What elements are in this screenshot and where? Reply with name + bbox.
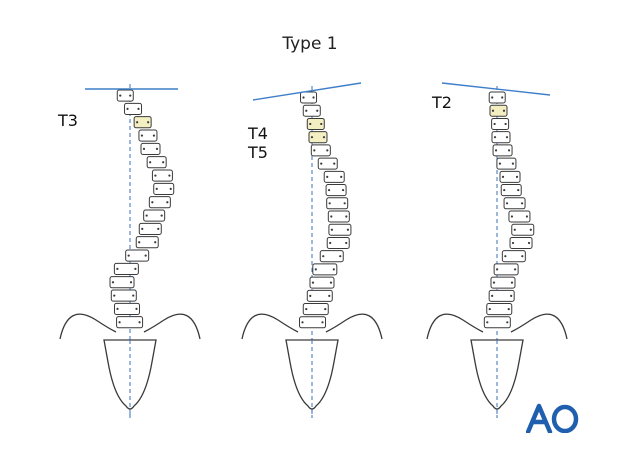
vertebra-3-4 [491,131,511,144]
vertebra-2-6 [317,157,338,170]
vertebra-1-13 [125,249,150,262]
vertebra-3-3 [491,117,510,130]
vertebra-1-7 [151,169,173,182]
reference-line-2 [252,82,362,101]
sacrum-1 [103,339,157,410]
vertebra-2-15 [309,276,335,289]
vertebra-2-10 [327,210,350,223]
vertebra-3-16 [488,289,515,302]
vertebra-3-6 [496,157,517,170]
panel-3-label-t2: T2 [432,93,452,112]
vertebra-3-5 [492,144,513,157]
vertebra-1-12 [135,236,159,249]
ao-logo-icon: AO [526,403,579,433]
diagram-title: Type 1 [282,34,338,54]
reference-line-3 [441,82,551,96]
vertebra-2-3 [306,117,325,130]
vertebra-1-16 [110,289,137,302]
panel-2-label-t4: T4 [248,124,268,143]
vertebra-1-3 [133,116,152,129]
panel-1-label-t3: T3 [58,111,78,130]
vertebra-1-10 [143,209,166,222]
vertebra-3-11 [511,223,535,236]
vertebra-2-7 [323,170,345,183]
vertebra-1-17 [113,302,140,315]
vertebra-2-14 [312,263,338,276]
vertebra-1-18 [116,316,144,329]
vertebra-1-8 [153,182,175,195]
pelvis-2 [241,313,383,340]
vertebra-1-15 [109,276,135,289]
vertebra-2-12 [326,236,350,249]
vertebra-1-1 [116,89,134,102]
vertebra-1-6 [146,156,167,169]
vertebra-3-2 [489,104,508,117]
vertebra-2-8 [325,184,347,197]
vertebra-1-2 [124,102,143,115]
vertebra-3-18 [483,316,511,329]
sacrum-3 [470,339,524,410]
vertebra-2-1 [300,91,318,104]
vertebra-2-2 [302,104,321,117]
vertebra-1-5 [140,142,161,155]
vertebra-2-13 [319,250,344,263]
vertebra-3-13 [501,250,526,263]
vertebra-3-1 [488,91,506,104]
vertebra-1-14 [113,262,139,275]
vertebra-3-10 [508,210,531,223]
vertebra-1-11 [138,222,162,235]
vertebra-3-15 [490,276,516,289]
pelvis-1 [59,313,201,340]
vertebra-2-11 [328,223,352,236]
vertebra-2-18 [299,316,327,329]
vertebra-3-9 [503,197,526,210]
svg-text:AO: AO [526,403,528,404]
vertebra-2-4 [308,131,328,144]
vertebra-3-8 [500,184,522,197]
sacrum-2 [285,339,339,410]
vertebra-3-12 [509,236,533,249]
vertebra-1-4 [138,129,158,142]
vertebra-2-5 [310,144,331,157]
vertebra-2-16 [306,289,333,302]
vertebra-3-14 [493,263,519,276]
vertebra-3-17 [486,303,513,316]
pelvis-3 [426,313,568,340]
panel-2-label-t5: T5 [248,143,268,162]
vertebra-1-9 [148,196,171,209]
vertebra-2-17 [302,303,329,316]
vertebra-3-7 [499,170,521,183]
vertebra-2-9 [326,197,349,210]
